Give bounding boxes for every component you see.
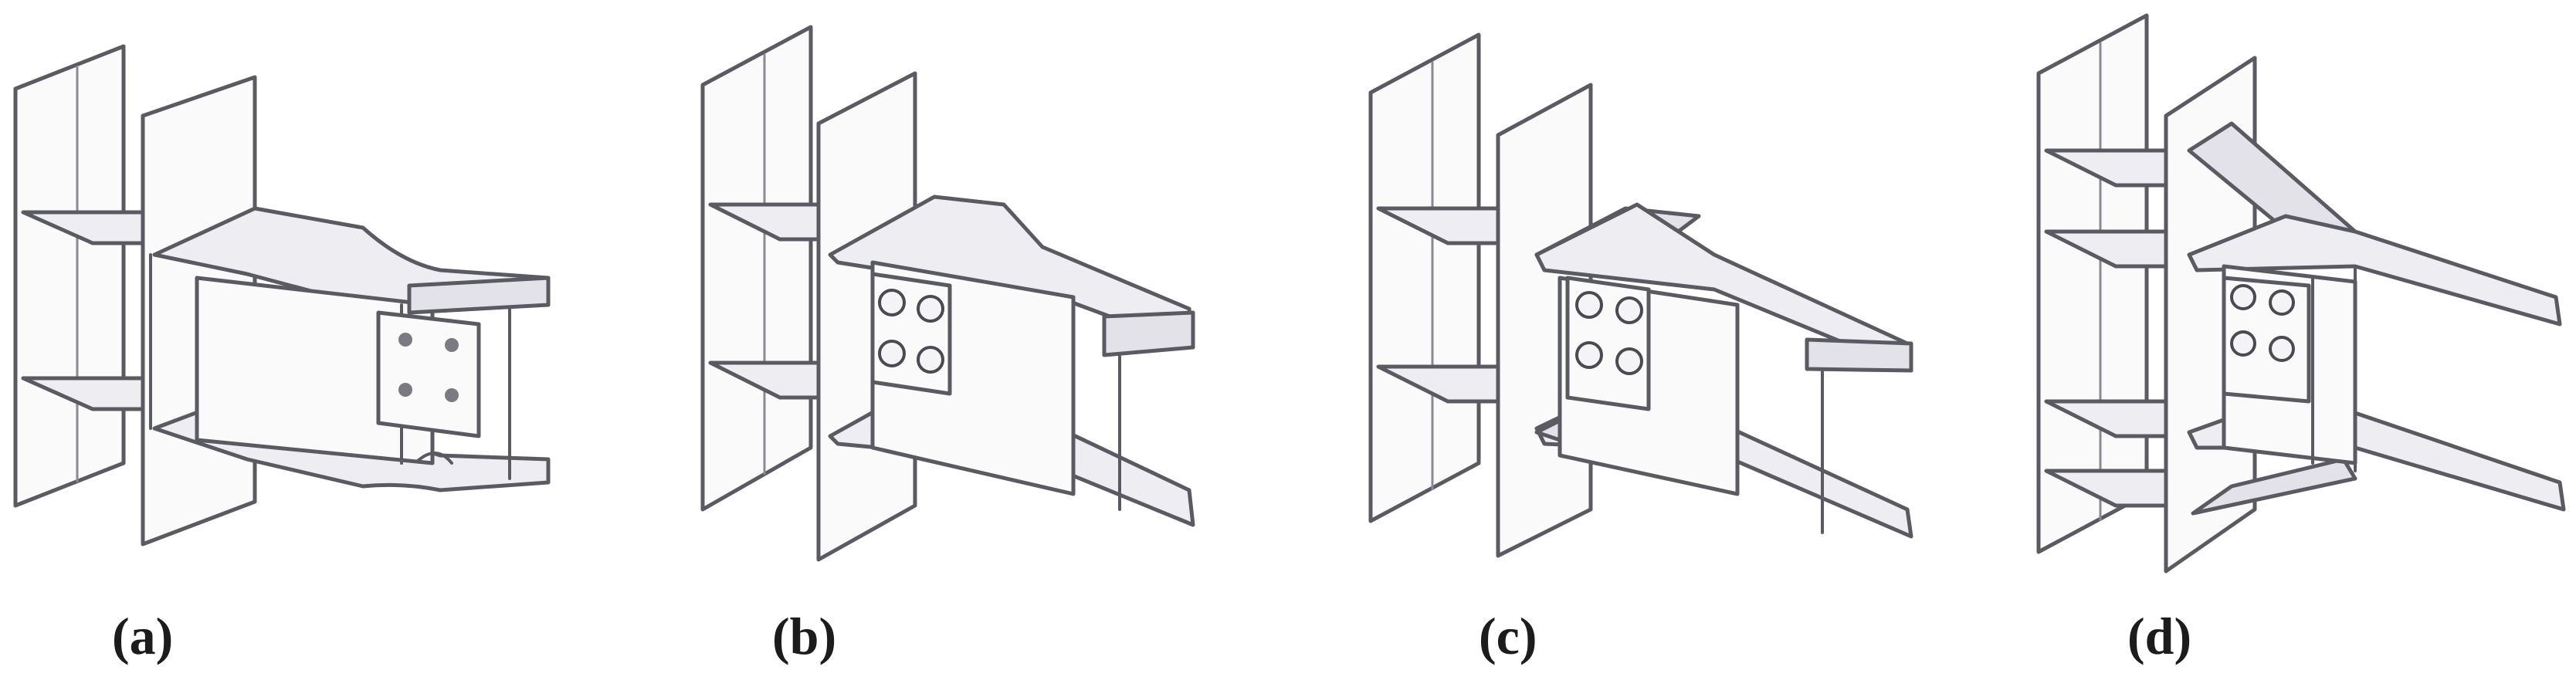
- connection-drawing-b: [700, 25, 1195, 562]
- caption-a: (a): [112, 607, 174, 665]
- panel-b: (b): [641, 0, 1282, 697]
- caption-b: (b): [772, 607, 837, 665]
- caption-d: (d): [2127, 607, 2192, 665]
- panel-c: (c): [1282, 0, 1923, 697]
- panel-a: (a): [0, 0, 641, 697]
- connection-drawing-d: [2036, 13, 2566, 574]
- connection-drawing-c: [1368, 32, 1913, 558]
- panel-d: (d): [1923, 0, 2576, 697]
- caption-c: (c): [1479, 607, 1537, 665]
- connection-drawing-a: [13, 44, 551, 546]
